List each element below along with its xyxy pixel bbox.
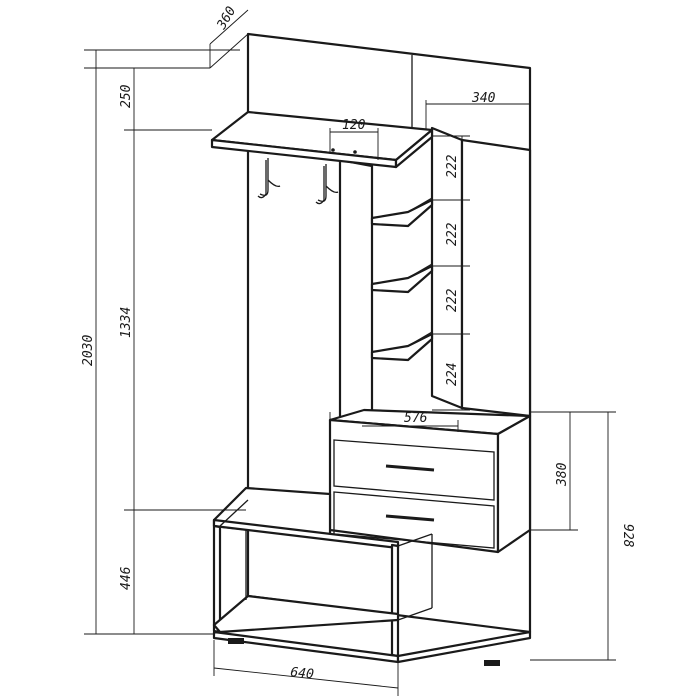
open-shelves xyxy=(370,197,434,362)
dim-depth: 360 xyxy=(214,4,239,33)
central-divider-panel xyxy=(338,158,374,430)
dim-shelf-gap-2: 222 xyxy=(445,222,460,246)
top-hat-shelf xyxy=(210,110,434,169)
right-side-panel xyxy=(430,126,532,418)
coat-hook-left-icon xyxy=(257,158,281,199)
dim-drawer-unit-floor-height: 928 xyxy=(620,524,635,548)
dim-bench-width: 640 xyxy=(290,665,315,682)
drawer-unit xyxy=(328,408,532,554)
dim-top-shelf-height: 250 xyxy=(119,84,134,108)
dim-shelf-width: 340 xyxy=(471,91,496,106)
dimension-lines xyxy=(84,9,616,696)
dim-shelf-gap-4: 224 xyxy=(445,363,460,386)
dim-shelf-gap-3: 222 xyxy=(445,288,460,312)
dim-total-height: 2030 xyxy=(81,335,96,366)
dim-bench-height: 446 xyxy=(119,566,134,590)
bench xyxy=(212,486,532,666)
bench-foot xyxy=(228,638,244,644)
drawer-handle-top-icon xyxy=(385,464,435,472)
dim-hook-panel-width: 120 xyxy=(342,118,366,133)
dim-shelf-gap-1: 222 xyxy=(445,154,460,178)
coat-hook-right-icon xyxy=(315,164,339,205)
dim-panel-height: 1334 xyxy=(119,307,134,338)
drawer-handle-bottom-icon xyxy=(385,514,435,522)
dim-drawer-unit-height: 380 xyxy=(555,462,570,487)
mount-hole xyxy=(353,150,357,154)
bench-foot xyxy=(484,660,500,666)
mount-hole xyxy=(331,148,335,152)
dim-drawer-unit-width: 576 xyxy=(404,411,428,426)
